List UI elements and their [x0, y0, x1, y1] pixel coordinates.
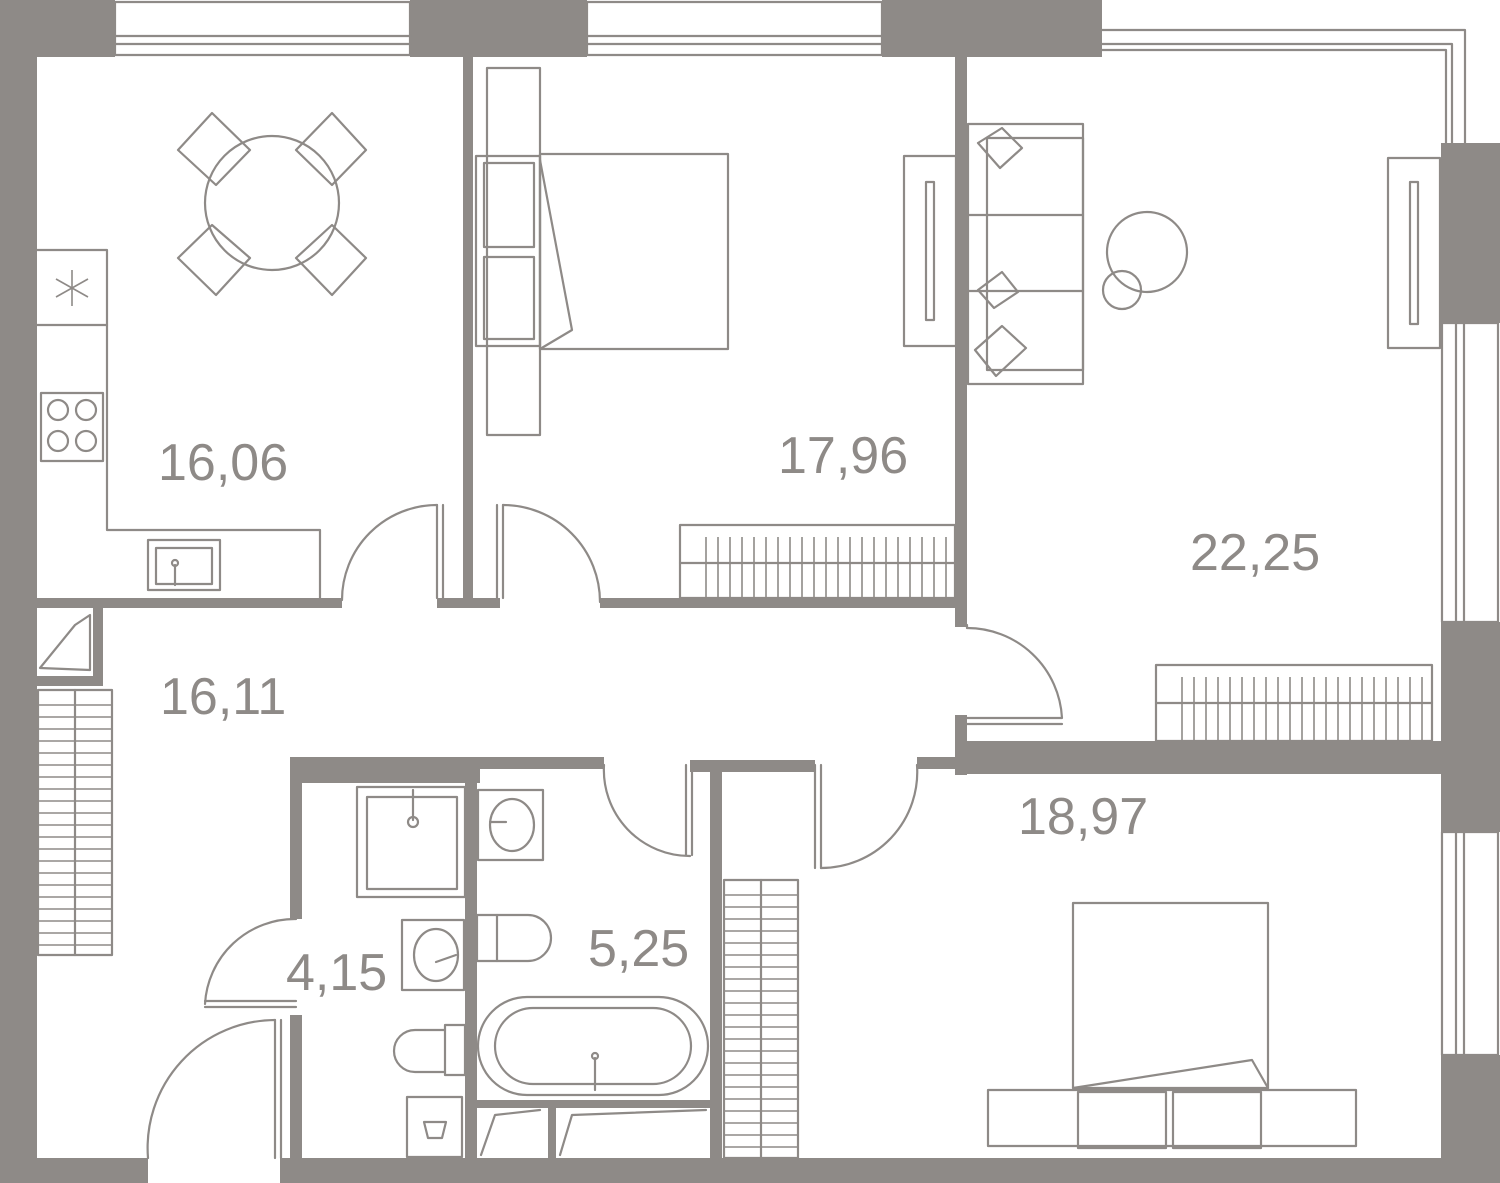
hallway-furniture: [36, 688, 114, 957]
bathroom-area-label: 5,25: [588, 920, 689, 978]
bathroom-furniture: [475, 788, 710, 1157]
living-room-area-label: 22,25: [1190, 524, 1320, 582]
area-labels: 16,06 17,96 22,25 16,11 18,97 5,25 4,15: [158, 427, 1320, 1002]
sink-icon: [406, 788, 420, 829]
windows: [113, 0, 1500, 1057]
living-room-furniture: [966, 122, 1442, 743]
sink-icon: [146, 538, 222, 592]
kitchen-furniture: [35, 111, 368, 672]
dining-table: [176, 111, 368, 297]
wc-area-label: 4,15: [286, 944, 387, 1002]
bathtub-icon: [476, 995, 710, 1097]
toilet-icon: [475, 913, 553, 963]
bedroom-2-furniture: [722, 878, 1358, 1160]
sink-icon: [476, 788, 545, 862]
kitchen-area-label: 16,06: [158, 434, 288, 492]
bedroom-1-furniture: [474, 66, 958, 600]
sink-icon: [400, 918, 466, 992]
doors: [146, 503, 1064, 1160]
bedroom-2-area-label: 18,97: [1018, 788, 1148, 846]
cooktop-icon: [39, 391, 105, 463]
washing-machine-icon: [405, 1095, 464, 1159]
wc-furniture: [355, 785, 467, 1159]
snowflake-icon: [55, 270, 89, 306]
bedroom-1-area-label: 17,96: [778, 427, 908, 485]
toilet-icon: [392, 1023, 467, 1077]
hallway-area-label: 16,11: [160, 668, 286, 726]
